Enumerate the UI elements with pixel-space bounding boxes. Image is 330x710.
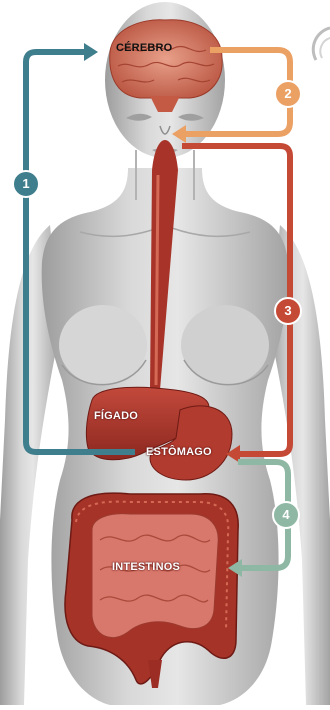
- step-1-badge: 1: [12, 170, 40, 198]
- liver-label: FÍGADO: [94, 410, 138, 422]
- step-2-badge: 2: [274, 80, 302, 108]
- stomach-label: ESTÔMAGO: [146, 446, 212, 458]
- step-3-badge: 3: [274, 297, 302, 325]
- intestines-label: INTESTINOS: [112, 561, 180, 573]
- brain-label: CÉREBRO: [116, 42, 172, 54]
- step-4-badge: 4: [272, 501, 300, 529]
- small-intestine: [92, 514, 218, 638]
- corner-ring-decoration: [313, 28, 330, 60]
- arrow-1-head: [84, 43, 98, 61]
